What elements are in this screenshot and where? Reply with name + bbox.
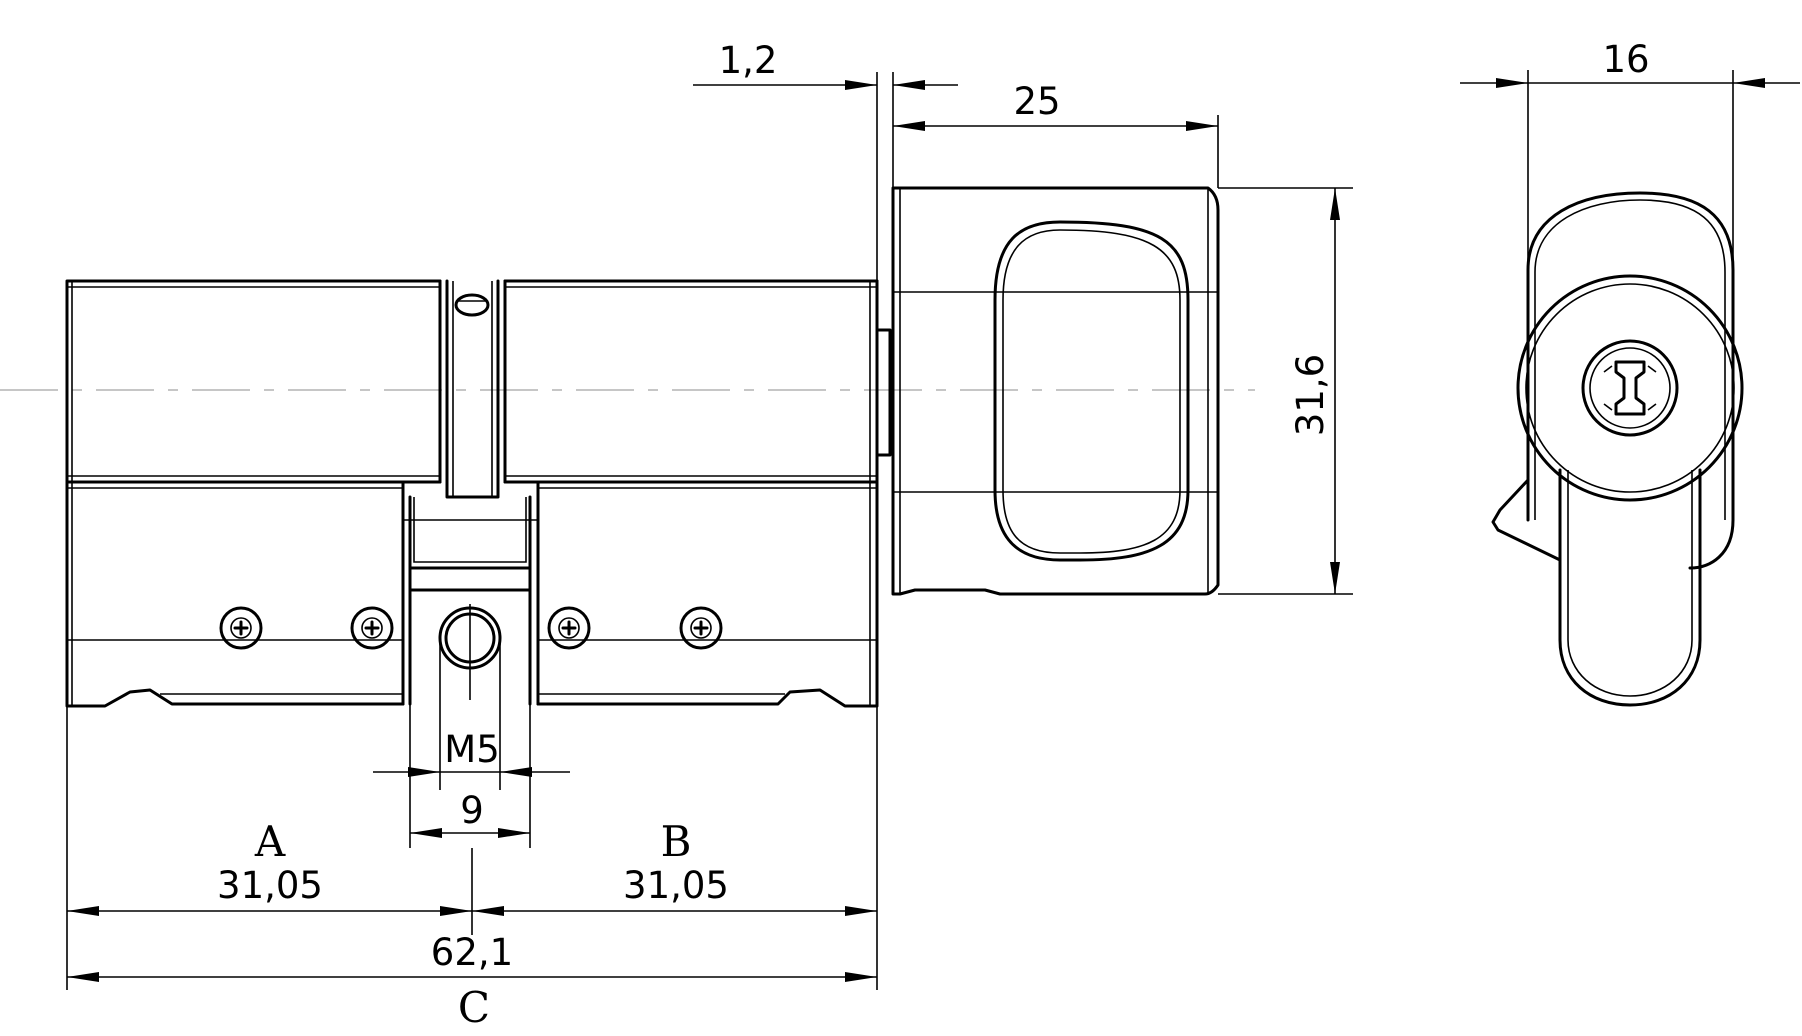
dim-cam-width [409, 704, 531, 848]
label-side-b-length: 31,05 [623, 864, 729, 907]
pin-hole-2 [350, 606, 394, 650]
screw-hole-m5 [438, 604, 502, 700]
label-side-b-letter: B [661, 817, 692, 866]
pin-hole-1 [219, 606, 263, 650]
cam-slot [401, 279, 540, 706]
dim-knob-length [893, 115, 1219, 188]
label-total-length: 62,1 [431, 931, 513, 974]
label-knob-height: 31,6 [1289, 354, 1332, 436]
dim-total-length [67, 972, 877, 982]
pin-hole-4 [679, 606, 723, 650]
label-side-a-length: 31,05 [217, 864, 323, 907]
label-total-letter: C [458, 983, 490, 1032]
pin-hole-3 [547, 606, 591, 650]
label-gap-thickness: 1,2 [719, 39, 778, 82]
thumb-turn-knob [875, 186, 1220, 596]
label-cam-width: 9 [460, 789, 484, 832]
dim-side-lengths [66, 706, 878, 990]
dim-end-view-width [1460, 70, 1800, 270]
label-side-a-letter: A [254, 817, 286, 866]
cylinder-body [65, 279, 879, 708]
pin-holes [219, 606, 723, 650]
dim-thread [373, 638, 570, 790]
end-view [1491, 191, 1744, 707]
dim-knob-height [1218, 187, 1353, 595]
label-knob-length: 25 [1013, 80, 1060, 123]
dim-gap-thickness [693, 72, 958, 281]
label-thread: M5 [444, 728, 499, 771]
label-end-view-width: 16 [1602, 38, 1649, 81]
